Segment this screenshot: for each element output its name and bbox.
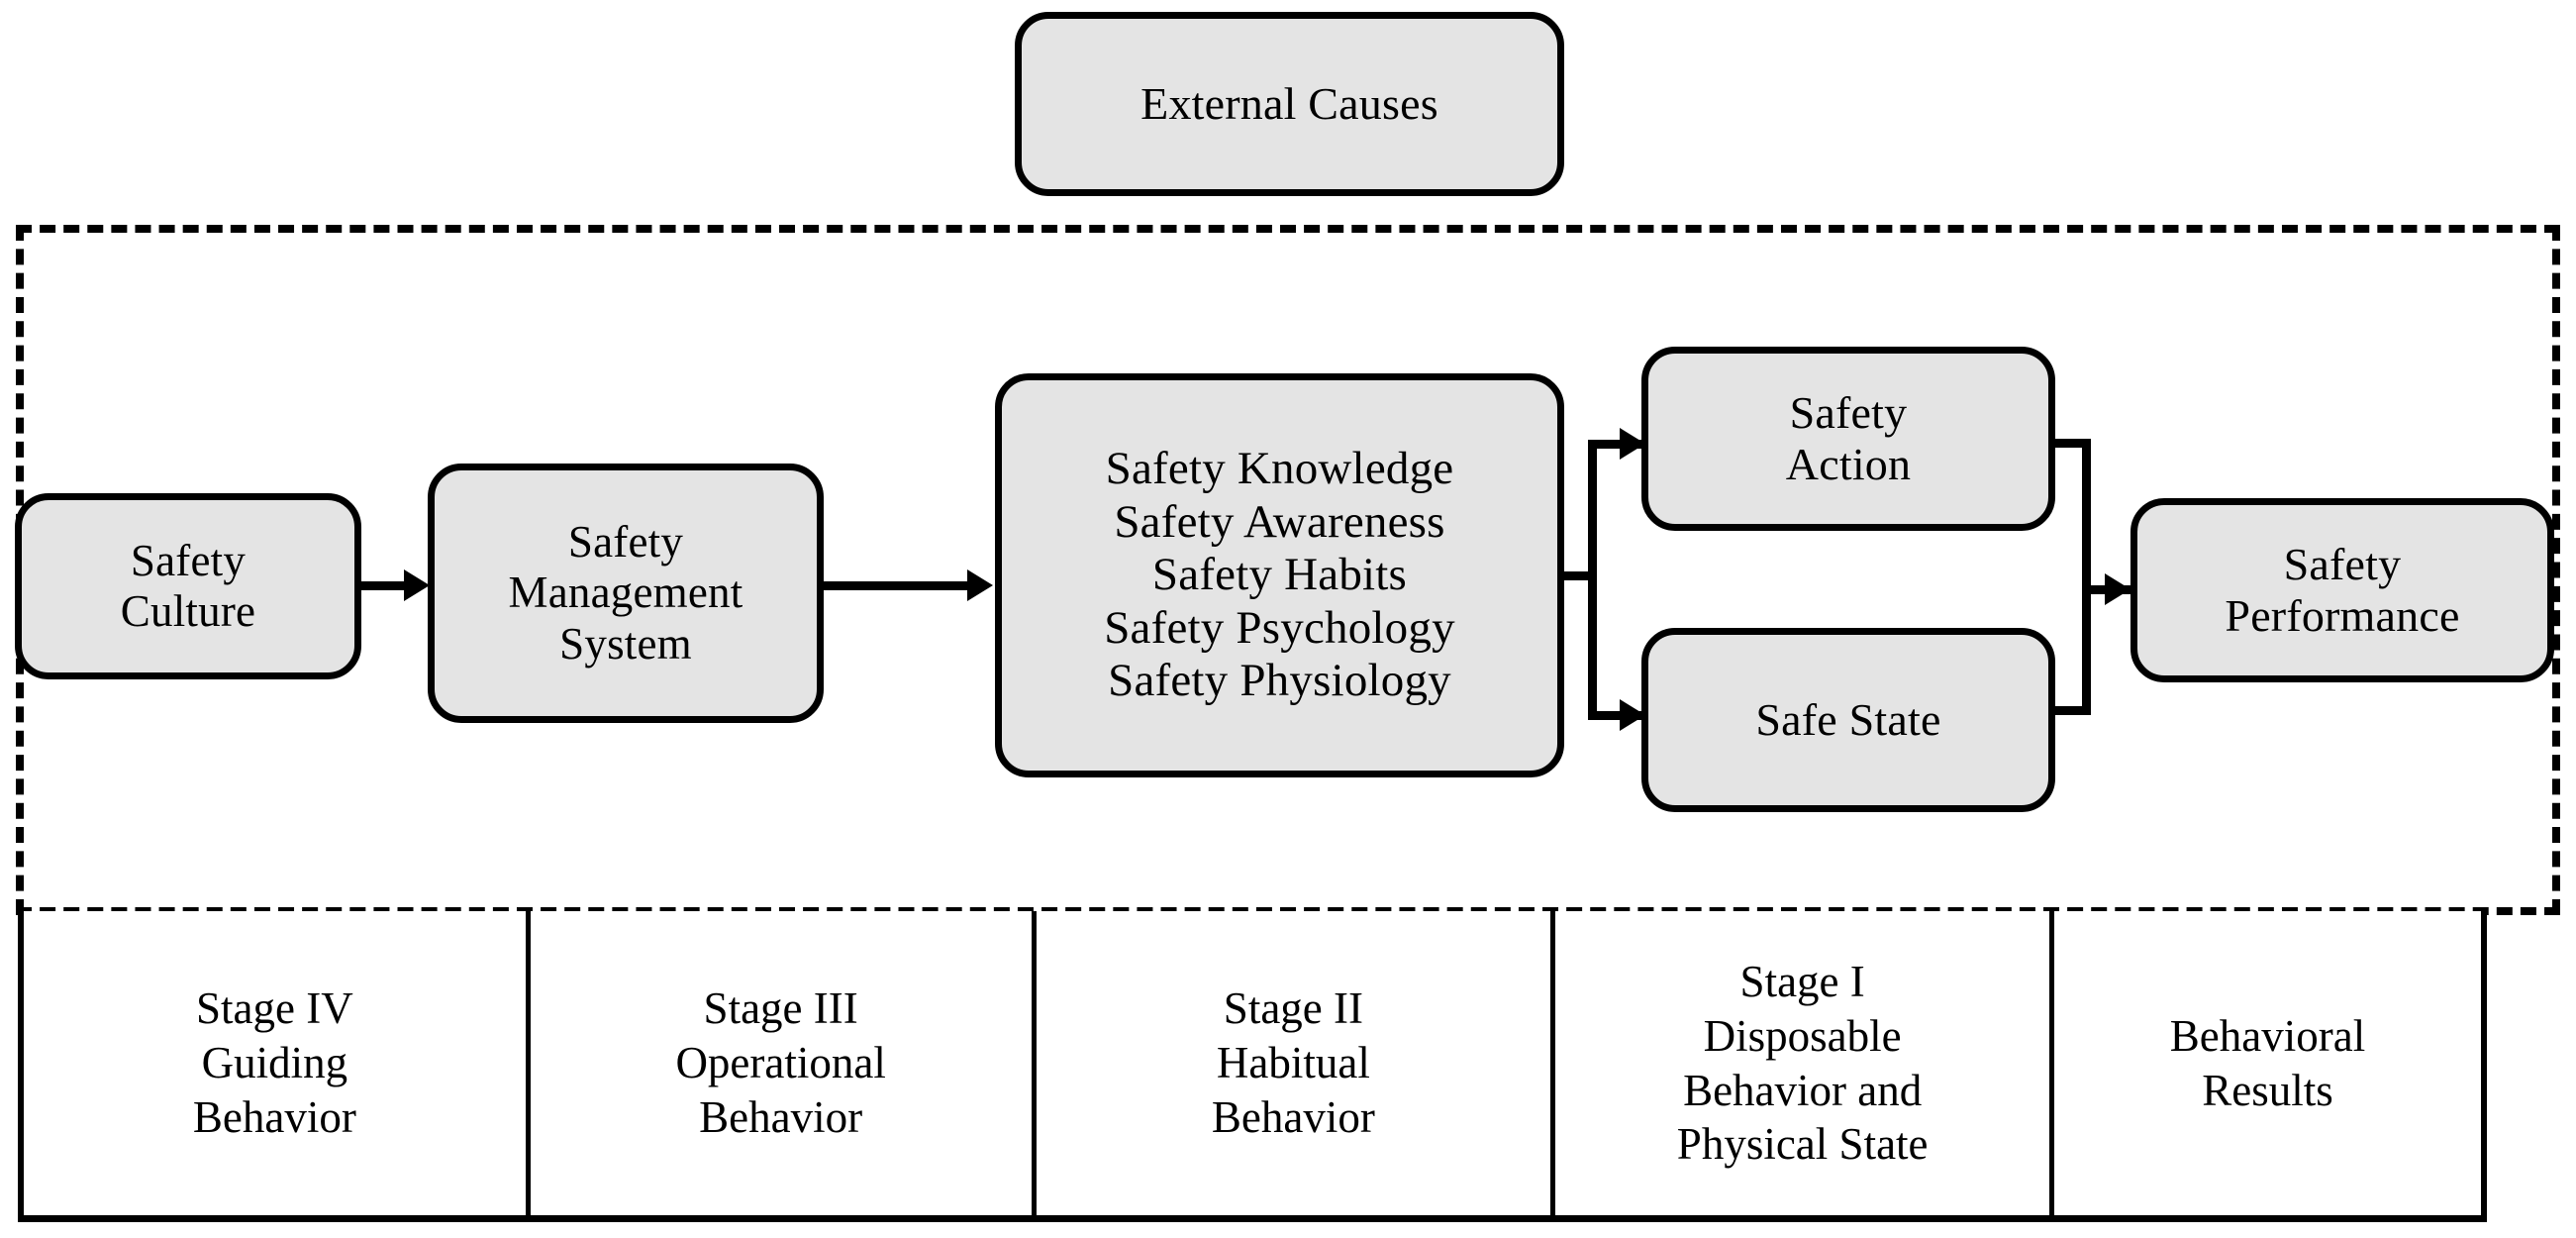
- arrow-to-safety-action-line: [1588, 440, 1649, 449]
- stage-cell-results[interactable]: Behavioral Results: [2054, 911, 2481, 1215]
- arrow-sms-to-factors-head: [967, 569, 993, 601]
- arrow-to-safe-state-head: [1620, 699, 1645, 731]
- stage-cell-stage-3[interactable]: Stage III Operational Behavior: [531, 911, 1037, 1215]
- stage-cell-stage-4[interactable]: Stage IV Guiding Behavior: [24, 911, 531, 1215]
- split-stub-line: [1562, 571, 1597, 580]
- stage-cell-results-label: Behavioral Results: [2169, 1010, 2366, 1115]
- stage-cell-stage-1-label: Stage I Disposable Behavior and Physical…: [1676, 956, 1929, 1170]
- node-safety-factors-label: Safety Knowledge Safety Awareness Safety…: [1104, 443, 1455, 707]
- arrow-to-safe-state-line: [1588, 711, 1649, 720]
- node-safety-management-system-label: Safety Management System: [508, 517, 743, 669]
- arrow-culture-to-sms-line: [361, 581, 408, 590]
- stage-cell-stage-2-label: Stage II Habitual Behavior: [1211, 983, 1375, 1142]
- arrow-culture-to-sms-head: [404, 569, 430, 601]
- node-safety-performance[interactable]: Safety Performance: [2130, 498, 2554, 682]
- merge-vertical-line: [2082, 439, 2091, 715]
- node-safe-state[interactable]: Safe State: [1641, 628, 2055, 812]
- node-safety-management-system[interactable]: Safety Management System: [428, 464, 824, 723]
- merge-bottom-line: [2051, 706, 2091, 715]
- arrow-to-performance-head: [2105, 573, 2130, 605]
- stage-table: Stage IV Guiding Behavior Stage III Oper…: [18, 911, 2487, 1222]
- arrow-sms-to-factors-line: [824, 581, 970, 590]
- stage-cell-stage-1[interactable]: Stage I Disposable Behavior and Physical…: [1555, 911, 2055, 1215]
- node-safety-factors[interactable]: Safety Knowledge Safety Awareness Safety…: [995, 373, 1564, 777]
- split-vertical-line: [1588, 440, 1597, 720]
- node-safety-culture[interactable]: Safety Culture: [15, 493, 361, 679]
- node-safety-performance-label: Safety Performance: [2225, 538, 2460, 641]
- node-safe-state-label: Safe State: [1755, 693, 1941, 745]
- stage-cell-stage-2[interactable]: Stage II Habitual Behavior: [1037, 911, 1556, 1215]
- node-safety-action-label: Safety Action: [1785, 386, 1912, 489]
- arrow-to-safety-action-head: [1620, 428, 1645, 460]
- node-external-causes-label: External Causes: [1140, 77, 1438, 129]
- merge-top-line: [2051, 439, 2091, 448]
- node-safety-action[interactable]: Safety Action: [1641, 347, 2055, 531]
- node-safety-culture-label: Safety Culture: [120, 535, 256, 636]
- stage-cell-stage-4-label: Stage IV Guiding Behavior: [192, 983, 356, 1142]
- node-external-causes[interactable]: External Causes: [1015, 12, 1564, 196]
- stage-cell-stage-3-label: Stage III Operational Behavior: [675, 983, 886, 1142]
